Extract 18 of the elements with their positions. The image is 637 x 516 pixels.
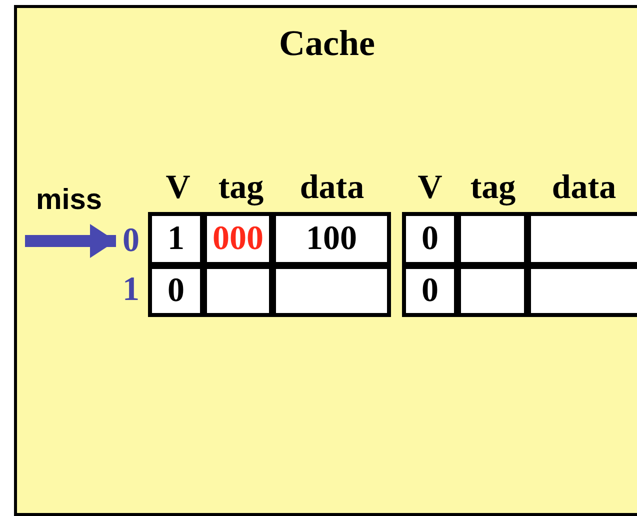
column-header: tag — [217, 168, 265, 208]
column-header: data — [550, 168, 618, 208]
table-cell: 100 — [272, 212, 391, 266]
table-cell: 0 — [402, 265, 458, 317]
table-cell: 000 — [203, 212, 273, 266]
table-cell: 1 — [148, 212, 204, 266]
row-index: 1 — [122, 270, 140, 310]
table-cell: 0 — [402, 212, 458, 266]
table-cell: 0 — [148, 265, 204, 317]
cache-panel — [14, 5, 637, 516]
column-header: V — [164, 168, 192, 208]
arrow — [25, 224, 116, 258]
panel-title: Cache — [278, 22, 376, 64]
column-header: data — [298, 168, 366, 208]
column-header: V — [416, 168, 444, 208]
column-header: tag — [469, 168, 517, 208]
row-index: 0 — [116, 222, 146, 260]
miss-label: miss — [34, 182, 104, 218]
